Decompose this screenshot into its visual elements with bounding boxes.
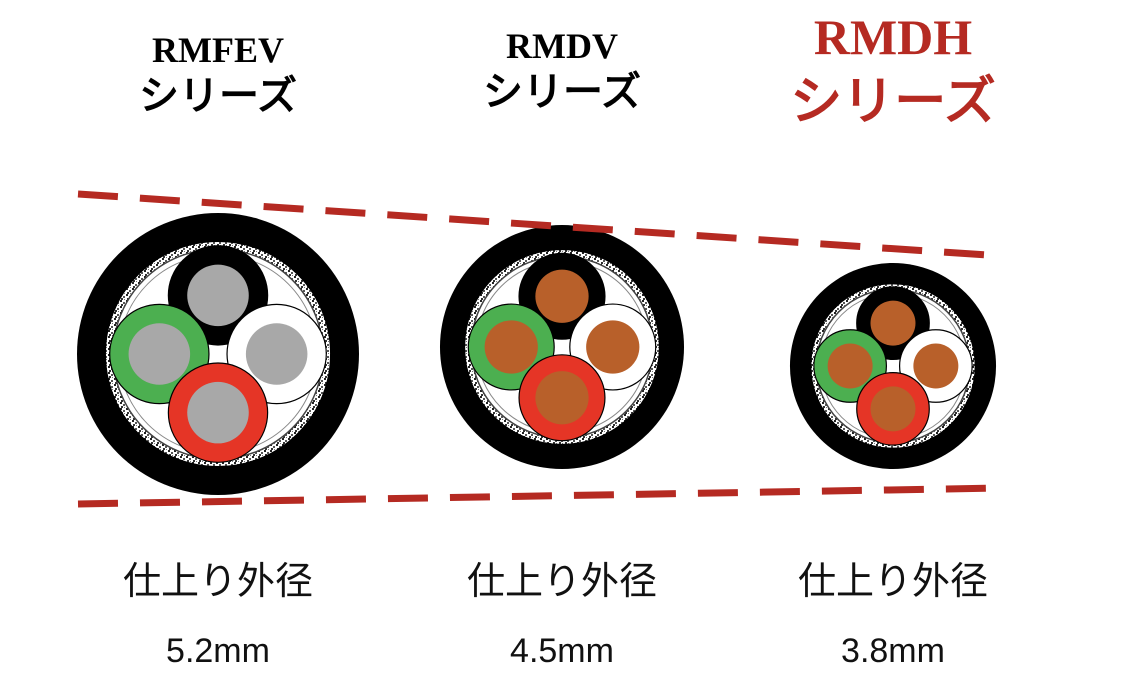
core-conductor <box>535 269 589 323</box>
taper-guide-top <box>77 190 1003 260</box>
diameter-label: 仕上り外径 <box>797 559 988 603</box>
cable-cross-section-rmdv <box>439 224 685 470</box>
series-suffix: シリーズ <box>139 73 297 119</box>
core-conductor <box>484 320 538 374</box>
series-suffix: シリーズ <box>483 69 641 115</box>
diameter-value: 4.5mm <box>510 632 614 670</box>
taper-guide-bottom <box>77 484 1003 508</box>
core-conductor <box>128 323 191 385</box>
series-name: RMFEV <box>152 30 284 70</box>
core-conductor <box>913 343 959 389</box>
core-red <box>518 354 606 442</box>
core-conductor <box>827 343 873 389</box>
series-suffix: シリーズ <box>790 72 996 132</box>
diameter-label: 仕上り外径 <box>122 559 313 603</box>
series-name: RMDH <box>813 9 973 65</box>
core-conductor <box>245 323 308 385</box>
cable-cross-section-rmfev <box>77 213 359 495</box>
cable-cross-section-rmdh <box>789 262 997 470</box>
diameter-value: 5.2mm <box>166 632 270 670</box>
core-red <box>856 371 930 446</box>
core-conductor <box>187 381 249 444</box>
core-conductor <box>870 300 916 346</box>
core-conductor <box>187 264 249 327</box>
diameter-label: 仕上り外径 <box>466 559 657 603</box>
core-red <box>167 362 269 463</box>
core-conductor <box>535 371 589 425</box>
core-conductor <box>586 320 640 374</box>
diameter-value: 3.8mm <box>841 632 945 670</box>
series-name: RMDV <box>506 26 618 66</box>
core-conductor <box>870 386 916 432</box>
